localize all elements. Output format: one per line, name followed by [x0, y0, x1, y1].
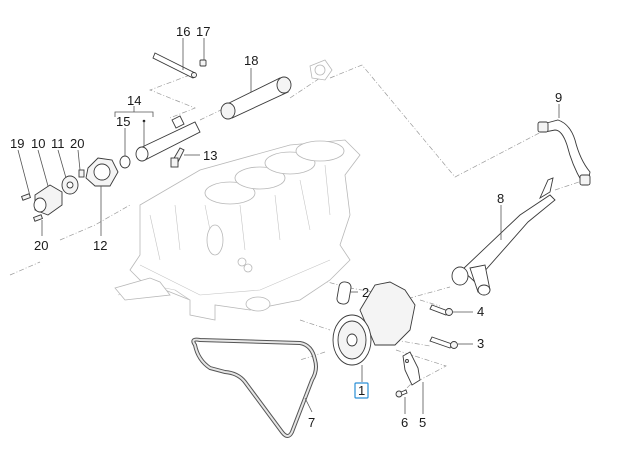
callout-4[interactable]: 4 [477, 304, 484, 319]
callout-13[interactable]: 13 [203, 148, 217, 163]
callout-11[interactable]: 11 [51, 136, 65, 151]
callout-16[interactable]: 16 [176, 24, 190, 39]
leader-lines [17, 38, 560, 414]
part-14-pipe[interactable] [135, 115, 201, 162]
callout-6[interactable]: 6 [401, 415, 408, 430]
part-20-bolt-upper[interactable] [78, 169, 85, 178]
part-10-thermostat-cover[interactable] [33, 184, 63, 216]
callout-3[interactable]: 3 [477, 336, 484, 351]
part-12-thermostat-housing[interactable] [85, 157, 119, 187]
callout-15[interactable]: 15 [116, 114, 130, 129]
callout-14[interactable]: 14 [127, 93, 141, 108]
part-2-gasket[interactable] [336, 281, 352, 305]
part-18-hose[interactable] [220, 76, 292, 120]
part-8-coolant-pipe[interactable] [451, 177, 556, 296]
callout-18[interactable]: 18 [244, 53, 258, 68]
part-15-o-ring[interactable] [119, 155, 131, 169]
callout-17[interactable]: 17 [196, 24, 210, 39]
callout-2[interactable]: 2 [362, 285, 369, 300]
callouts: 16 17 18 14 15 13 19 10 11 20 20 12 9 8 … [10, 24, 562, 430]
engine-block [114, 139, 361, 321]
part-20-bolt-lower[interactable] [32, 214, 44, 222]
callout-10[interactable]: 10 [31, 136, 45, 151]
selected-part-highlight [354, 382, 369, 399]
part-9-hose[interactable] [537, 119, 591, 186]
callout-7[interactable]: 7 [308, 415, 315, 430]
callout-9[interactable]: 9 [555, 90, 562, 105]
part-19-bolt[interactable] [20, 193, 32, 201]
part-4-bolt[interactable] [429, 304, 453, 316]
part-16-bracket[interactable] [152, 52, 197, 79]
callout-1[interactable]: 1 [358, 383, 365, 398]
part-17-bolt[interactable] [199, 59, 207, 67]
callout-19[interactable]: 19 [10, 136, 24, 151]
flange [309, 59, 333, 81]
part-5-bracket[interactable] [402, 351, 421, 386]
part-6-bolt[interactable] [395, 389, 408, 398]
callout-20-upper[interactable]: 20 [70, 136, 84, 151]
callout-5[interactable]: 5 [419, 415, 426, 430]
part-11-thermostat[interactable] [61, 175, 79, 195]
part-3-bolt[interactable] [429, 336, 458, 349]
part-1-water-pump[interactable] [332, 281, 416, 366]
part-13-sensor[interactable] [170, 147, 185, 168]
callout-12[interactable]: 12 [93, 238, 107, 253]
part-7-drive-belt[interactable] [191, 337, 318, 438]
callout-20-lower[interactable]: 20 [34, 238, 48, 253]
callout-8[interactable]: 8 [497, 191, 504, 206]
